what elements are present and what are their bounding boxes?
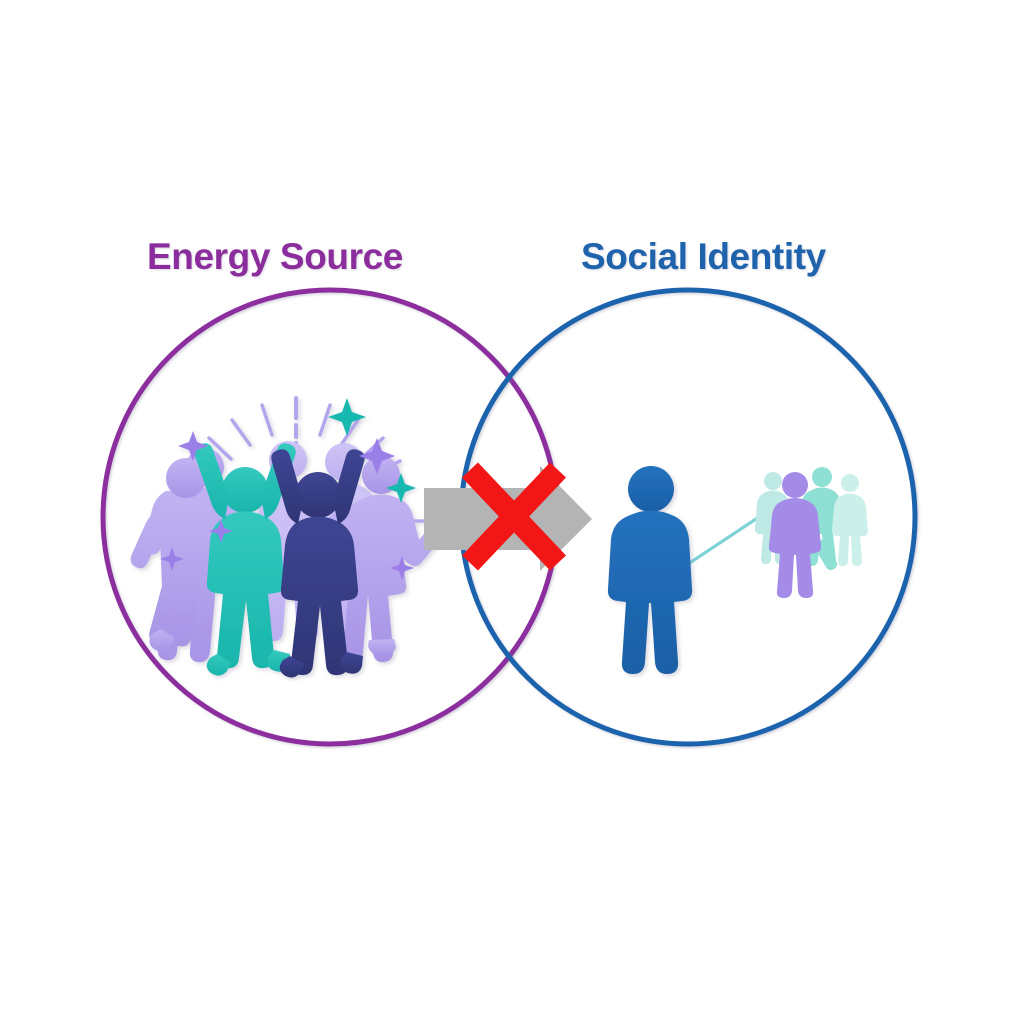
group-figure-purple-front <box>768 472 822 598</box>
blocked-relationship-connector <box>424 462 592 571</box>
crowd-figure-left-dancer <box>130 458 228 652</box>
sparkle-icon <box>386 473 416 503</box>
sparkle-icon <box>209 519 233 543</box>
crowd-figure-navy-dancer <box>271 449 365 678</box>
sparkle-icon <box>359 438 395 474</box>
sparkle-icon <box>160 547 184 571</box>
group-figure-pale-right <box>832 474 868 566</box>
individual-observing-group-illustration <box>607 466 868 674</box>
red-cross-icon <box>462 462 566 571</box>
observation-link-line <box>680 509 770 570</box>
sparkle-icon <box>390 556 414 580</box>
circle-label-social-identity: Social Identity <box>581 236 826 277</box>
sparkle-icon <box>328 398 366 436</box>
solo-person-figure <box>607 466 693 674</box>
circle-label-energy-source: Energy Source <box>147 236 403 277</box>
sparkle-group <box>160 398 416 580</box>
celebrating-crowd-illustration <box>130 396 452 678</box>
sparkle-icon <box>178 431 208 461</box>
distant-group <box>755 467 868 598</box>
